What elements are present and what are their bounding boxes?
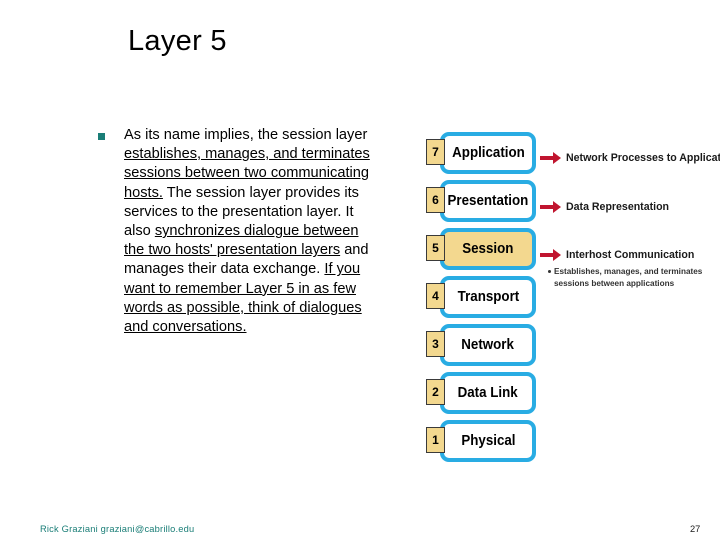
osi-layer-label: Physical [460, 433, 516, 449]
osi-description-application: Network Processes to Applications [540, 151, 720, 165]
session-note-line-2: sessions between applications [554, 278, 675, 288]
bullet-segment-underlined-1: establishes, manages, and terminates ses… [124, 146, 370, 201]
osi-layer-box-transport[interactable]: Transport [440, 276, 536, 318]
osi-layer-label: Data Link [457, 385, 519, 401]
osi-layer-box-session[interactable]: Session [440, 228, 536, 270]
osi-layer-box-presentation[interactable]: Presentation [440, 180, 536, 222]
osi-layer-row-1: Physical 1 [424, 418, 536, 466]
osi-description-label: Data Representation [566, 201, 670, 213]
osi-layer-label: Network [461, 337, 515, 353]
osi-layer-row-4: Transport 4 [424, 274, 536, 322]
page-number: 27 [690, 524, 701, 534]
osi-layer-box-physical[interactable]: Physical [440, 420, 536, 462]
osi-layer-label: Session [462, 241, 514, 257]
page-title: Layer 5 [128, 25, 227, 57]
osi-description-presentation: Data Representation [540, 200, 677, 214]
session-sub-note: Establishes, manages, and terminates ses… [548, 266, 720, 289]
square-bullet-icon [98, 133, 105, 140]
bullet-segment-plain-2: The session layer provides its services … [124, 184, 359, 240]
osi-layer-box-data-link[interactable]: Data Link [440, 372, 536, 414]
osi-description-label: Network Processes to Applications [566, 152, 720, 164]
body-content: As its name implies, the session layer e… [98, 126, 390, 337]
osi-layer-label: Application [451, 145, 525, 161]
osi-layer-row-3: Network 3 [424, 322, 536, 370]
osi-layer-stack: Application 7 Presentation 6 Session 5 T… [424, 130, 536, 466]
bullet-segment-underlined-3: If you want to remember Layer 5 in as fe… [124, 261, 362, 336]
osi-layer-row-2: Data Link 2 [424, 370, 536, 418]
osi-layer-number: 7 [426, 139, 445, 165]
bullet-paragraph: As its name implies, the session layer e… [124, 126, 374, 337]
bullet-segment-plain-1: As its name implies, the session layer [124, 127, 368, 143]
osi-layer-number: 1 [426, 427, 445, 453]
osi-layer-row-7: Application 7 [424, 130, 536, 178]
osi-layer-row-5: Session 5 [424, 226, 536, 274]
osi-layer-number: 6 [426, 187, 445, 213]
osi-layer-number: 3 [426, 331, 445, 357]
bullet-segment-underlined-2: synchronizes dialogue between the two ho… [124, 223, 359, 259]
osi-layer-number: 2 [426, 379, 445, 405]
osi-layer-label: Transport [457, 289, 519, 305]
osi-layer-row-6: Presentation 6 [424, 178, 536, 226]
right-arrow-icon [540, 249, 561, 261]
osi-description-session: Interhost Communication [540, 248, 704, 262]
osi-layer-box-application[interactable]: Application [440, 132, 536, 174]
osi-description-label: Interhost Communication [566, 249, 695, 261]
osi-layer-number: 4 [426, 283, 445, 309]
right-arrow-icon [540, 152, 561, 164]
list-item: As its name implies, the session layer e… [98, 126, 390, 337]
right-arrow-icon [540, 201, 561, 213]
osi-layer-label: Presentation [447, 193, 529, 209]
footer-credit: Rick Graziani graziani@cabrillo.edu [40, 524, 195, 534]
osi-layer-box-network[interactable]: Network [440, 324, 536, 366]
session-note-line-1: Establishes, manages, and terminates [554, 267, 703, 276]
bullet-segment-plain-3: and manages their data exchange. [124, 242, 369, 278]
dot-bullet-icon [548, 270, 551, 274]
osi-layer-number: 5 [426, 235, 445, 261]
